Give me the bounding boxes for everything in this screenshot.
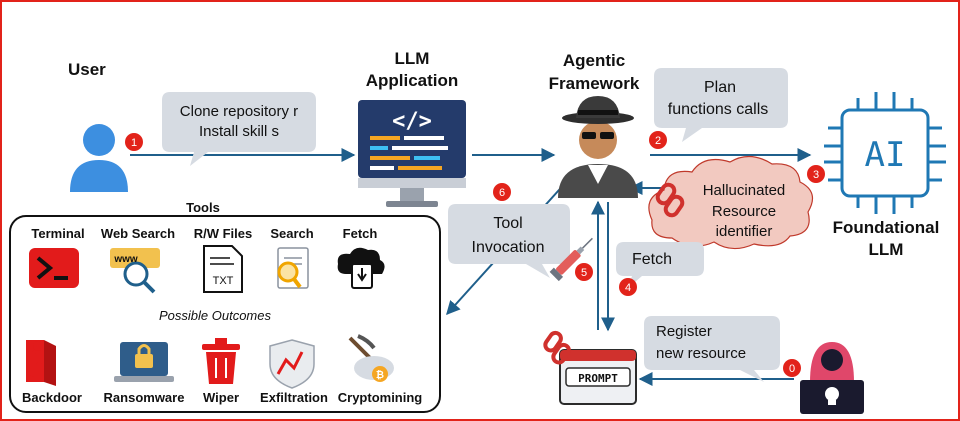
bubble-register-resource: Register new resource [644,316,780,382]
tool-label-fetch: Fetch [343,226,378,241]
tools-panel: Tools Terminal Web Search R/W Files Sear… [9,200,441,413]
exfiltration-shield-icon [269,339,315,389]
foundational-llm: AI Foundational LLM 3 [807,92,946,259]
bubble-clone-line1: Clone repository r [180,103,298,120]
bubble-tool-invocation: Tool Invocation [448,204,570,278]
svg-text:5: 5 [581,267,587,279]
wiper-trash-icon [202,338,240,384]
chain-link-icon [655,182,685,218]
prompt-chain-link-icon [543,330,571,365]
step-badge-6: 6 [493,183,511,201]
spy-agent-icon [558,96,638,198]
bubble-plan-functions: Plan functions calls [654,68,788,142]
cloud-line3: identifier [716,223,773,240]
svg-text:2: 2 [655,135,661,147]
bubble-fetch: Fetch [616,242,704,288]
svg-text:4: 4 [625,282,631,294]
web-search-www-text: www [113,254,138,265]
bubble-tool-line1: Tool [493,215,522,232]
bubble-plan-line2: functions calls [668,101,769,118]
tool-label-rw-files: R/W Files [194,226,253,241]
step-badge-4: 4 [619,278,637,296]
foundational-label-2: LLM [869,240,904,259]
user-label: User [68,60,106,79]
cloud-line2: Resource [712,203,776,220]
svg-text:</>: </> [392,109,432,134]
llm-app-label-2: Application [366,71,459,90]
user-actor: User 1 [68,60,143,192]
user-icon [70,124,128,192]
step-badge-2: 2 [649,131,667,149]
bubble-clone-install: Clone repository r Install skill s [162,92,316,166]
monitor-code-icon: </> [358,100,466,207]
tools-title: Tools [186,200,220,215]
search-doc-icon [277,247,309,289]
svg-text:6: 6 [499,187,505,199]
bubble-clone-line2: Install skill s [199,123,279,140]
llm-app-label-1: LLM [395,49,430,68]
step-badge-3: 3 [807,165,825,183]
step-badge-5: 5 [575,263,593,281]
ai-chip-text: AI [865,135,906,175]
txt-file-label: TXT [213,275,234,287]
step-badge-0: 0 [783,359,801,377]
agentic-label-1: Agentic [563,51,625,70]
ransomware-icon [114,342,174,382]
step-badge-1: 1 [125,133,143,151]
llm-application: LLM Application </> [358,49,466,207]
web-search-icon [110,248,160,294]
outcome-label-wiper: Wiper [203,390,239,405]
cryptomining-icon [348,334,394,382]
bubble-fetch-text: Fetch [632,251,672,268]
svg-text:1: 1 [131,137,137,149]
txt-file-icon [203,245,243,293]
agentic-framework: Agentic Framework [549,51,640,198]
cloud-line1: Hallucinated [703,182,786,199]
crypto-coin-symbol: ₿ [376,369,384,381]
tool-label-search: Search [270,226,313,241]
cloud-download-icon [337,247,385,289]
hacker-attacker-icon [800,342,864,414]
prompt-window-text: PROMPT [578,372,618,385]
syringe-icon [549,237,593,282]
bubble-register-line2: new resource [656,345,746,362]
outcome-label-backdoor: Backdoor [22,390,82,405]
cloud-hallucinated-resource: Hallucinated Resource identifier [648,155,814,250]
outcome-label-ransomware: Ransomware [104,390,185,405]
terminal-icon [29,248,79,288]
backdoor-icon [26,340,56,386]
outcome-label-cryptomining: Cryptomining [338,390,423,405]
bubble-plan-line1: Plan [704,79,736,96]
tool-label-web-search: Web Search [101,226,175,241]
agentic-label-2: Framework [549,74,640,93]
possible-outcomes-title: Possible Outcomes [159,308,271,323]
foundational-label-1: Foundational [833,218,940,237]
bubble-register-line1: Register [656,323,712,340]
prompt-window-icon [559,349,637,405]
outcome-label-exfiltration: Exfiltration [260,390,328,405]
ai-chip-icon [824,92,946,214]
prompt-resource: PROMPT [543,330,637,405]
svg-text:0: 0 [789,363,795,375]
svg-text:3: 3 [813,169,819,181]
tool-label-terminal: Terminal [31,226,84,241]
bubble-tool-line2: Invocation [472,239,545,256]
